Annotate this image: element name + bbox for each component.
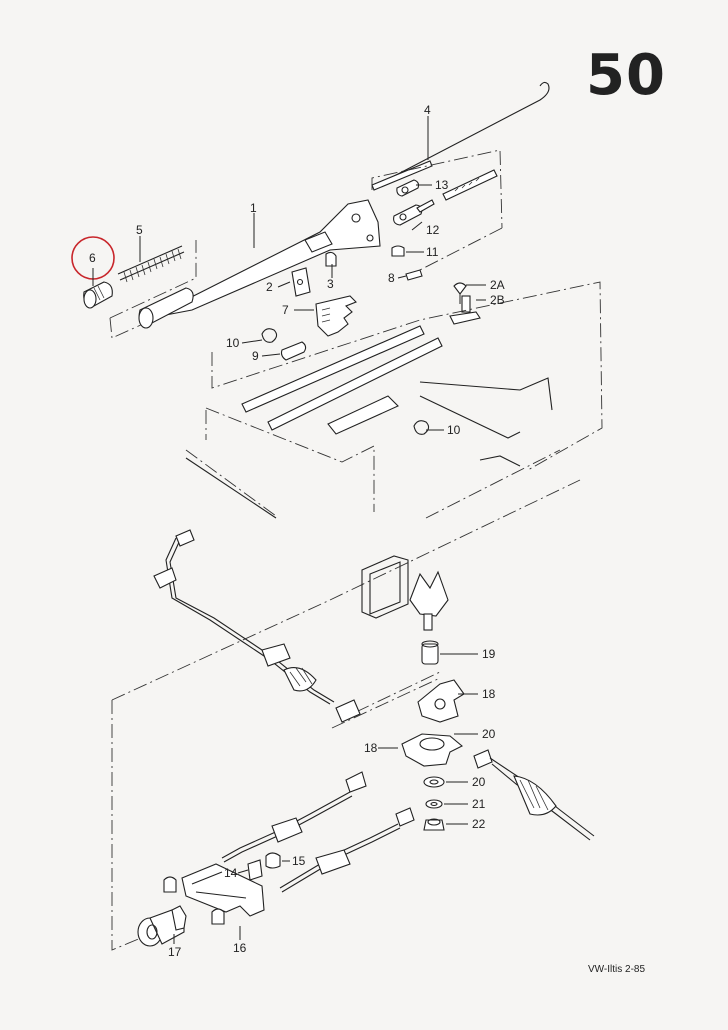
callout-11: 11	[426, 245, 439, 259]
callout-19: 19	[482, 647, 496, 661]
handbrake-lever	[138, 199, 381, 329]
leader-lines	[92, 116, 486, 944]
callout-21: 21	[472, 797, 486, 811]
release-button	[83, 281, 113, 309]
cable-guide-bracket	[163, 863, 265, 925]
small-parts	[261, 251, 481, 435]
callout-labels: 4 1 5 6 13 12 11 8 3 2 7 10 9 10 2A 2B 1…	[89, 103, 505, 959]
small-clips-14-15	[247, 852, 281, 881]
callout-20-lower: 20	[472, 775, 486, 789]
lower-cables	[221, 771, 415, 893]
cable-bracket	[409, 570, 449, 631]
brake-rod	[371, 81, 550, 201]
callout-2b: 2B	[490, 293, 505, 307]
footer-reference: VW-Iltis 2-85	[588, 964, 646, 975]
callout-5: 5	[136, 223, 143, 237]
callout-16: 16	[233, 941, 247, 955]
main-cable	[153, 529, 361, 723]
clevis-parts	[391, 179, 435, 257]
page-number: 50	[586, 43, 666, 108]
callout-10-upper: 10	[226, 336, 240, 350]
callout-13: 13	[435, 178, 449, 192]
callout-18-upper: 18	[482, 687, 496, 701]
callout-14: 14	[224, 866, 238, 880]
callout-1: 1	[250, 201, 257, 215]
callout-2: 2	[266, 280, 273, 294]
callout-3: 3	[327, 277, 334, 291]
callout-20-upper: 20	[482, 727, 496, 741]
callout-7: 7	[282, 303, 289, 317]
callout-22: 22	[472, 817, 486, 831]
callout-9: 9	[252, 349, 259, 363]
floor-tunnel	[185, 281, 603, 601]
callout-8: 8	[388, 271, 395, 285]
washers-nuts	[421, 640, 445, 831]
cable-end-fitting	[137, 905, 187, 947]
equalizer-lower	[401, 733, 463, 767]
equalizer-upper	[417, 679, 465, 723]
tunnel-cutout	[361, 555, 409, 619]
callout-12: 12	[426, 223, 440, 237]
callout-10-lower: 10	[447, 423, 461, 437]
callout-6: 6	[89, 251, 96, 265]
callout-17: 17	[168, 945, 182, 959]
callout-2a: 2A	[490, 278, 505, 292]
spring	[117, 245, 185, 283]
callout-15: 15	[292, 854, 306, 868]
right-cable	[473, 749, 595, 841]
callout-4: 4	[424, 103, 431, 117]
callout-18-lower: 18	[364, 741, 378, 755]
